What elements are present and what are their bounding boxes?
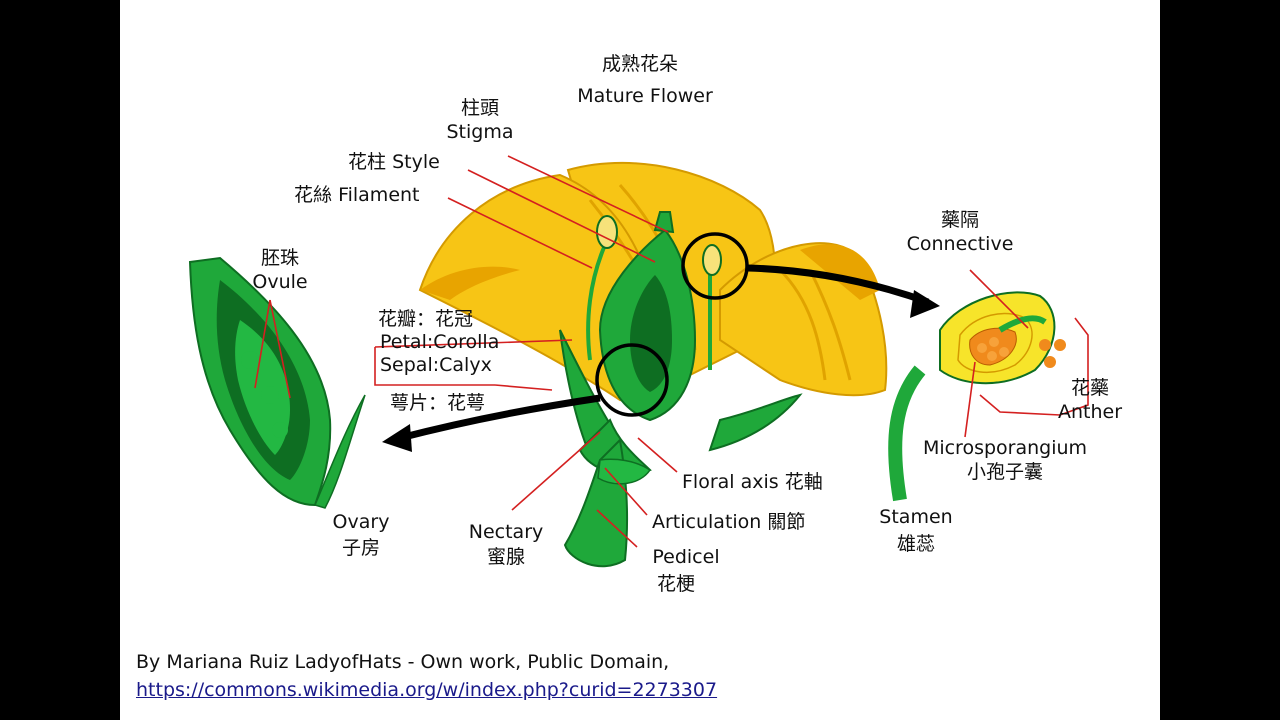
style-label-zh: 花柱 xyxy=(348,151,387,173)
petal-label-en: Petal:Corolla xyxy=(380,331,500,353)
credit: By Mariana Ruiz LadyofHats - Own work, P… xyxy=(136,648,717,704)
ovary-detail xyxy=(188,256,366,509)
sepal-label-zh: 萼片：花萼 xyxy=(390,392,486,414)
anther-label-zh: 花藥 xyxy=(1070,377,1109,399)
ovary-label-zh: 子房 xyxy=(341,537,380,559)
pistil xyxy=(559,211,803,568)
microsporangium-label-en: Microsporangium xyxy=(922,437,1088,459)
pedicel-label-zh: 花梗 xyxy=(656,573,695,595)
connective-label-en: Connective xyxy=(906,233,1014,255)
stamen-label-en: Stamen xyxy=(879,506,953,528)
stamen-detail xyxy=(888,291,1066,502)
connective-label-zh: 藥隔 xyxy=(940,209,979,231)
petal-label-zh: 花瓣：花冠 xyxy=(378,308,474,330)
nectary-label-zh: 蜜腺 xyxy=(486,546,525,568)
credit-link[interactable]: https://commons.wikimedia.org/w/index.ph… xyxy=(136,679,718,701)
ovary-label-en: Ovary xyxy=(332,511,390,533)
title-zh: 成熟花朵 xyxy=(601,53,678,75)
flower-diagram xyxy=(188,155,1089,568)
filament-label-zh: 花絲 xyxy=(294,184,333,206)
articulation-label: Articulation 關節 xyxy=(652,510,805,534)
articulation-label-en: Articulation xyxy=(652,511,762,533)
slide: 成熟花朵 Mature Flower 柱頭 Stigma 花柱 Style 花絲… xyxy=(120,0,1160,720)
sepal-label-en: Sepal:Calyx xyxy=(380,354,492,376)
style-label-en: Style xyxy=(392,151,440,173)
pedicel-label-en: Pedicel xyxy=(652,546,720,568)
filament-label-en: Filament xyxy=(338,184,420,206)
leader-lines xyxy=(254,155,1089,548)
ovule-label-en: Ovule xyxy=(252,271,308,293)
microsporangium-label-zh: 小孢子囊 xyxy=(966,461,1043,483)
credit-line: By Mariana Ruiz LadyofHats - Own work, P… xyxy=(136,651,670,673)
floral-axis-label: Floral axis 花軸 xyxy=(682,470,823,494)
filament-label: 花絲 Filament xyxy=(294,183,420,207)
stigma-label-en: Stigma xyxy=(446,121,514,143)
stigma-label-zh: 柱頭 xyxy=(460,97,499,119)
stamen-label-zh: 雄蕊 xyxy=(896,533,935,555)
ovule-label-zh: 胚珠 xyxy=(260,247,299,269)
title-en: Mature Flower xyxy=(577,85,713,107)
arrows xyxy=(382,264,940,452)
floral-axis-label-zh: 花軸 xyxy=(784,471,823,493)
style-label: 花柱 Style xyxy=(348,150,440,174)
anther-label-en: Anther xyxy=(1057,401,1123,423)
nectary-label-en: Nectary xyxy=(468,521,544,543)
floral-axis-label-en: Floral axis xyxy=(682,471,779,493)
articulation-label-zh: 關節 xyxy=(767,511,806,533)
